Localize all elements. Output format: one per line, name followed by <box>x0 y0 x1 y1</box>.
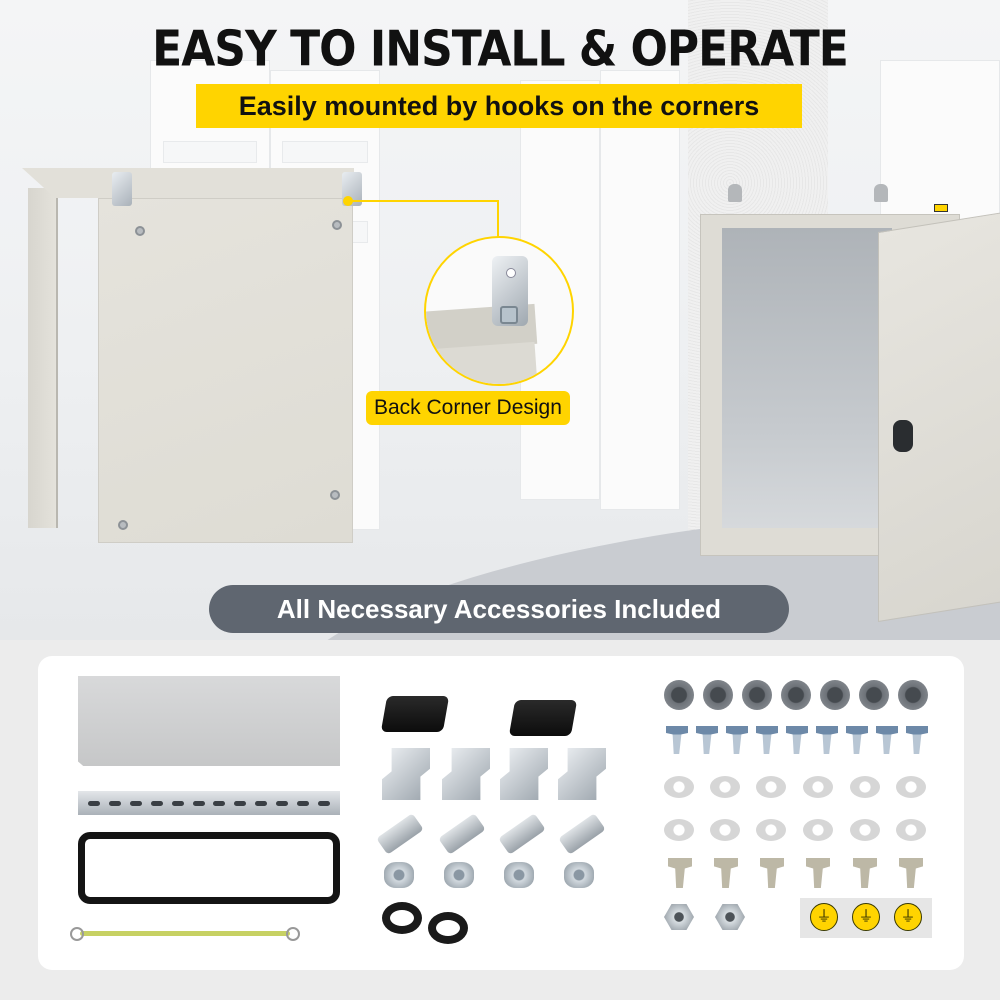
bolt-icon <box>332 220 342 230</box>
washer <box>664 776 694 798</box>
ground-symbol-icon: ⏚ <box>894 903 922 931</box>
ground-symbol-icon: ⏚ <box>852 903 880 931</box>
grommet <box>781 680 811 710</box>
washer <box>896 776 926 798</box>
washer <box>850 776 880 798</box>
mounting-ear <box>728 184 742 202</box>
plastic-plug <box>806 858 830 888</box>
hex-nut <box>664 904 694 930</box>
bolt-icon <box>135 226 145 236</box>
latch-knob <box>508 700 578 736</box>
hex-nut <box>715 904 745 930</box>
flange-nut <box>444 862 474 888</box>
enclosure-back-view <box>20 168 362 543</box>
grommet <box>898 680 928 710</box>
washer <box>803 819 833 841</box>
washer <box>896 819 926 841</box>
mounting-ear <box>874 184 888 202</box>
small-screw <box>876 726 898 754</box>
plastic-plug <box>899 858 923 888</box>
door-gasket <box>78 832 340 904</box>
din-rail <box>78 791 340 815</box>
latch-knob <box>380 696 450 732</box>
washer <box>803 776 833 798</box>
callout-leader <box>497 200 499 238</box>
lock-dust-cover <box>382 902 422 934</box>
mounting-bracket <box>500 748 548 800</box>
mounting-bracket <box>442 748 490 800</box>
hex-bolt <box>498 813 546 855</box>
ground-sticker-sheet: ⏚ ⏚ ⏚ <box>800 898 932 938</box>
ground-wire <box>70 927 300 941</box>
washer <box>756 819 786 841</box>
brand-badge <box>934 204 948 212</box>
bolt-icon <box>330 490 340 500</box>
grommet <box>820 680 850 710</box>
plastic-plug <box>714 858 738 888</box>
hero-scene: EASY TO INSTALL & OPERATE Easily mounted… <box>0 0 1000 640</box>
mounting-plate <box>722 228 892 528</box>
corner-hook <box>112 172 132 206</box>
plastic-plug <box>760 858 784 888</box>
back-corner-label: Back Corner Design <box>366 391 570 425</box>
hex-bolt <box>376 813 424 855</box>
grommet <box>703 680 733 710</box>
grommet <box>664 680 694 710</box>
washer <box>710 819 740 841</box>
top-cover-plate <box>78 676 340 766</box>
flange-nut <box>504 862 534 888</box>
plastic-plug <box>853 858 877 888</box>
accessories-heading: All Necessary Accessories Included <box>209 585 789 633</box>
small-screw <box>756 726 778 754</box>
small-screw <box>816 726 838 754</box>
callout-leader <box>350 200 498 202</box>
ground-symbol-icon: ⏚ <box>810 903 838 931</box>
bolt-icon <box>118 520 128 530</box>
corner-zoom-detail <box>424 236 574 386</box>
small-screw <box>666 726 688 754</box>
enclosure-door <box>878 209 1000 622</box>
mounting-bracket <box>382 748 430 800</box>
door-lock-icon <box>893 420 913 452</box>
plastic-plug <box>668 858 692 888</box>
small-screw <box>846 726 868 754</box>
washer <box>710 776 740 798</box>
enclosure-back-panel <box>98 198 353 543</box>
lock-dust-cover <box>428 912 468 944</box>
washer <box>756 776 786 798</box>
enclosure-top <box>22 168 354 198</box>
grommet <box>859 680 889 710</box>
subheadline-banner: Easily mounted by hooks on the corners <box>196 84 802 128</box>
accessories-card: ⏚ ⏚ ⏚ <box>38 656 964 970</box>
flange-nut <box>564 862 594 888</box>
small-screw <box>906 726 928 754</box>
flange-nut <box>384 862 414 888</box>
mounting-bracket <box>558 748 606 800</box>
grommet <box>742 680 772 710</box>
callout-anchor <box>343 196 353 206</box>
headline: EASY TO INSTALL & OPERATE <box>152 20 849 79</box>
background-cabinet <box>600 70 680 510</box>
washer <box>850 819 880 841</box>
hex-bolt <box>558 813 606 855</box>
small-screw <box>726 726 748 754</box>
washer <box>664 819 694 841</box>
small-screw <box>786 726 808 754</box>
enclosure-open-front-view <box>700 184 1000 630</box>
small-screw <box>696 726 718 754</box>
enclosure-side <box>28 188 58 528</box>
hex-bolt <box>438 813 486 855</box>
